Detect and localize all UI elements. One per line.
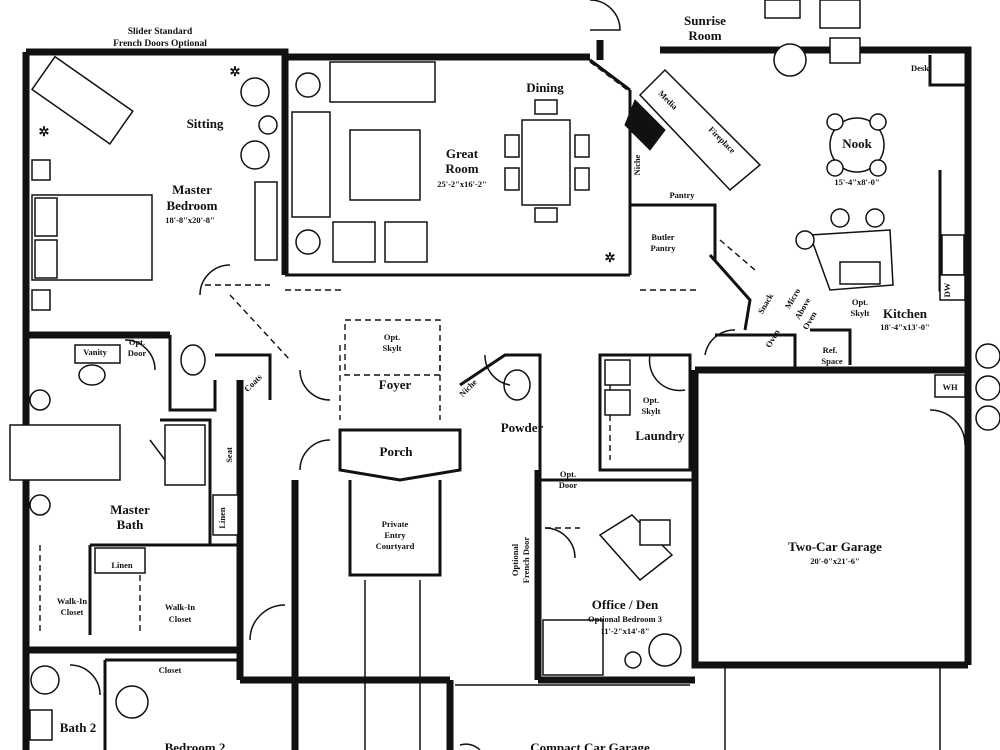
opt-door-2-label: Opt. [560, 469, 576, 479]
exterior-walls [22, 40, 972, 750]
great-room-dim: 25'-2"x16'-2" [437, 179, 487, 189]
compact-car-garage-label: Compact Car Garage [530, 740, 650, 750]
door-swings [69, 0, 966, 750]
sunrise-room-label-2: Room [688, 28, 721, 43]
snack-label: Snack [756, 291, 776, 315]
walkin-closet-2-label: Walk-In [165, 602, 196, 612]
private-entry-label-3: Courtyard [376, 541, 415, 551]
great-room-label-2: Room [445, 161, 478, 176]
interior-walls [88, 55, 968, 750]
porch-label: Porch [380, 444, 414, 459]
pantry-label: Pantry [669, 190, 695, 200]
sunrise-room-dim: 20'-4"x13'-0" [683, 45, 733, 55]
foyer-skylight: Opt. [384, 332, 400, 342]
great-room-label: Great [446, 146, 479, 161]
optional-bedroom-3-label: Optional Bedroom 3 [588, 614, 662, 624]
furniture [9, 0, 1000, 741]
linen-1-label: Linen [217, 507, 227, 529]
private-entry-label: Private [382, 519, 409, 529]
master-bedroom-dim: 18'-8"x20'-8" [165, 215, 215, 225]
walkin-closet-1-label: Walk-In [57, 596, 88, 606]
kitchen-skylight-2: Skylt [851, 308, 870, 318]
laundry-skylight-2: Skylt [642, 406, 661, 416]
svg-text:✲: ✲ [230, 64, 241, 79]
office-den-label: Office / Den [592, 597, 659, 612]
coats-label: Coats [242, 372, 264, 394]
master-bath-label-2: Bath [117, 517, 145, 532]
bedroom-2-label: Bedroom 2 [165, 740, 226, 750]
dining-label: Dining [526, 80, 564, 95]
svg-text:✲: ✲ [605, 250, 616, 265]
foyer-label: Foyer [379, 377, 412, 392]
walkin-closet-1-label-b: Closet [61, 607, 84, 617]
water-heater-label: WH [942, 382, 958, 392]
sitting-label: Sitting [187, 116, 224, 131]
closet-label: Closet [159, 665, 182, 675]
plant-icons: ✲ ✲ ✲ [39, 64, 616, 265]
opt-door-2-label-b: Door [559, 480, 578, 490]
sunrise-room-label: Sunrise [684, 13, 726, 28]
garage-door-lines [364, 580, 941, 750]
nook-dim: 15'-4"x8'-0" [834, 177, 879, 187]
foyer-skylight-2: Skylt [383, 343, 402, 353]
master-bedroom-label-2: Bedroom [166, 198, 217, 213]
dw-label: DW [942, 282, 952, 297]
oven-label: Oven [763, 327, 781, 349]
kitchen-label: Kitchen [883, 306, 928, 321]
walkin-closet-2-label-b: Closet [169, 614, 192, 624]
powder-label: Powder [501, 420, 544, 435]
vanity-label: Vanity [83, 347, 108, 357]
bath-2-label: Bath 2 [60, 720, 96, 735]
french-door-label: Optional [510, 543, 520, 576]
slider-note-2: French Doors Optional [113, 39, 207, 49]
niche-label: Niche [632, 154, 642, 175]
office-den-dim: 11'-2"x14'-8" [600, 626, 649, 636]
opt-door-label: Opt. [129, 337, 145, 347]
ref-label: Ref. [823, 345, 838, 355]
two-car-garage-label: Two-Car Garage [788, 539, 882, 554]
opt-door-label-b: Door [128, 348, 147, 358]
desk-label: Desk [911, 63, 929, 73]
laundry-label: Laundry [635, 428, 685, 443]
slider-note: Slider Standard [128, 27, 193, 37]
laundry-skylight: Opt. [643, 395, 659, 405]
kitchen-skylight: Opt. [852, 297, 868, 307]
master-bedroom-label: Master [172, 182, 212, 197]
two-car-garage-dim: 20'-0"x21'-6" [810, 556, 860, 566]
nook-label: Nook [842, 136, 872, 151]
french-door-label-2: French Door [521, 537, 531, 584]
ref-label-2: Space [821, 356, 842, 366]
butler-pantry-label: Butler [651, 232, 674, 242]
master-bath-label: Master [110, 502, 150, 517]
private-entry-label-2: Entry [384, 530, 406, 540]
seat-label: Seat [224, 447, 234, 463]
butler-pantry-label-2: Pantry [650, 243, 676, 253]
niche-2-label: Niche [457, 377, 479, 399]
linen-2-label: Linen [111, 560, 133, 570]
svg-text:✲: ✲ [39, 124, 50, 139]
kitchen-dim: 18'-4"x13'-0" [880, 322, 930, 332]
